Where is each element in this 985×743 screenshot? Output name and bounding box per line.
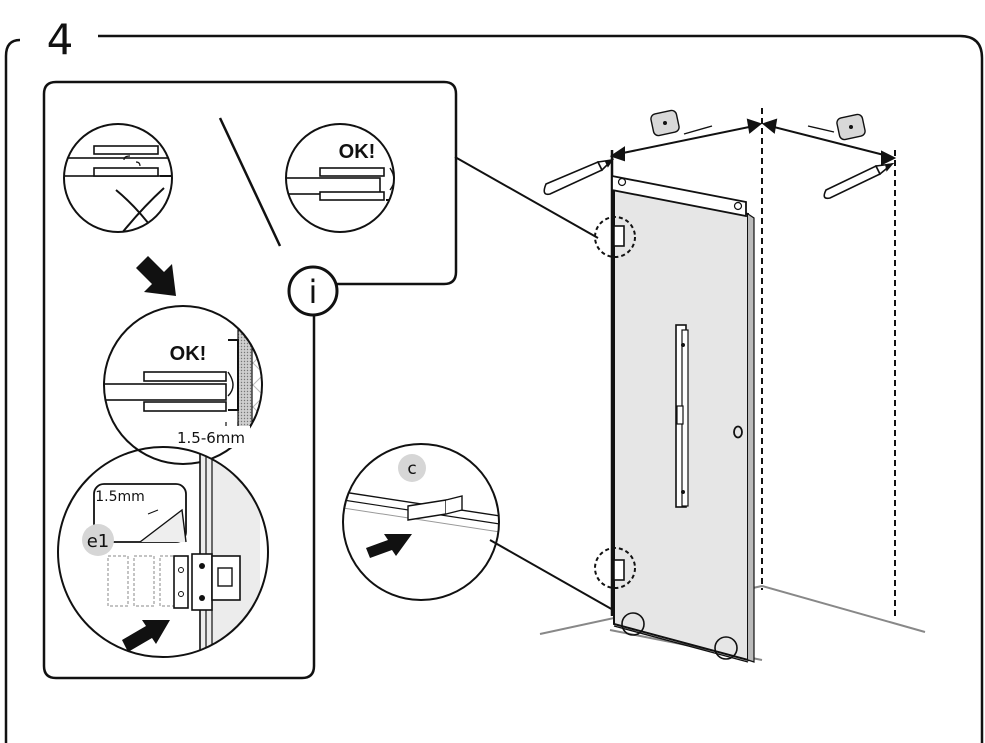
width-arrow-right	[761, 118, 897, 166]
gap-range-label: 1.5-6mm	[177, 429, 245, 447]
part-label-c: c	[407, 459, 416, 479]
part-badge-c	[398, 454, 426, 482]
leader-line-top	[454, 156, 599, 239]
callout-seal-left	[621, 612, 645, 636]
part-badge-e1	[82, 524, 114, 556]
callout-bottom-hinge	[594, 547, 636, 589]
svg-text:i: i	[309, 273, 318, 311]
callout-seal-right	[714, 636, 738, 660]
leader-line-bottom	[489, 539, 623, 616]
ok-label-middle: OK!	[170, 343, 207, 365]
detail-wrong	[63, 123, 173, 233]
pencil-icon	[823, 162, 895, 200]
detail-ok-gap: OK! 1.5-6mm	[103, 305, 263, 465]
callout-top-hinge	[594, 216, 636, 258]
level-icon	[650, 109, 713, 137]
step-frame	[4, 34, 984, 743]
level-icon	[807, 113, 866, 141]
divider-slash	[218, 117, 282, 247]
gap-callout: 1.5mm	[93, 483, 187, 543]
detail-seal: c	[342, 443, 500, 601]
ok-label-top: OK!	[339, 141, 376, 163]
pencil-icon	[543, 158, 615, 196]
info-icon: i	[287, 265, 339, 317]
gap-fixed-label: 1.5mm	[95, 489, 145, 505]
width-arrow-left	[609, 118, 763, 162]
part-label-e1: e1	[87, 531, 110, 552]
shower-door	[611, 174, 755, 663]
step-number: 4	[47, 15, 74, 64]
arrow-icon	[136, 256, 176, 296]
